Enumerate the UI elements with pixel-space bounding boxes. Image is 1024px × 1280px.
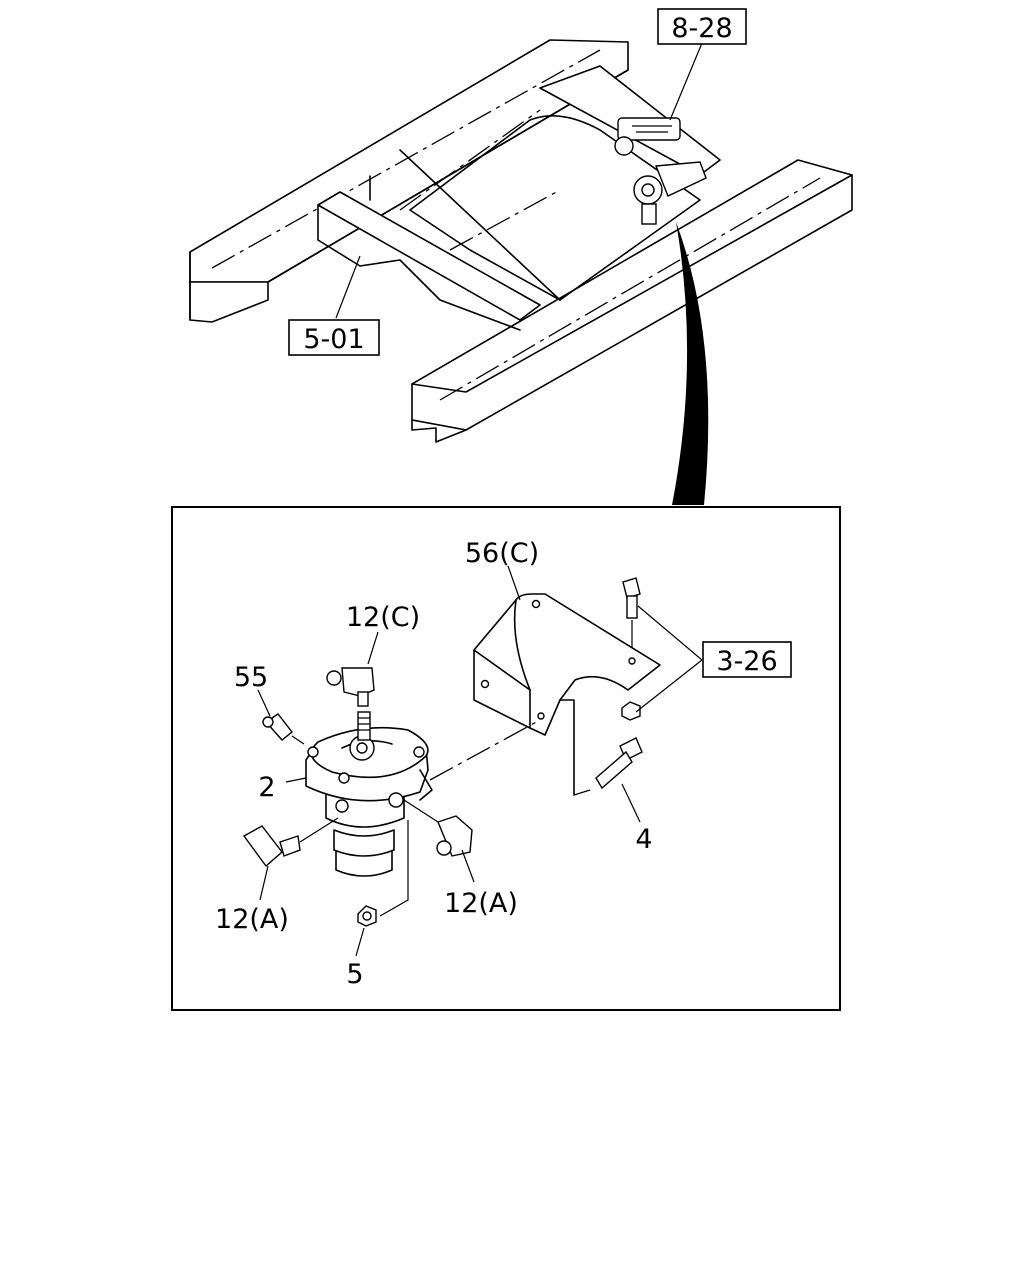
frame-valve-assembly: [614, 117, 707, 225]
label-12c: 12(C): [346, 602, 420, 633]
fitting-12c: [326, 667, 375, 707]
callout-3-26-text: 3-26: [716, 646, 777, 677]
leader-lines: [257, 565, 703, 957]
nut-5: [357, 820, 409, 927]
label-12a-left: 12(A): [215, 904, 289, 935]
label-55: 55: [234, 662, 268, 693]
callout-8-28: 8-28: [657, 8, 747, 45]
callout-3-26: 3-26: [702, 641, 792, 678]
callout-8-28-text: 8-28: [671, 13, 732, 44]
label-2: 2: [258, 772, 275, 803]
label-12a-right: 12(A): [444, 888, 518, 919]
detail-pointer: [672, 222, 709, 505]
label-4: 4: [635, 824, 652, 855]
callout-5-01-text: 5-01: [303, 324, 364, 355]
bolt-upper: [621, 577, 641, 721]
label-5: 5: [346, 959, 363, 990]
relay-valve: [305, 711, 433, 877]
chassis-frame: [189, 39, 853, 443]
bracket: [473, 593, 661, 796]
fitting-12a-right: [403, 799, 473, 857]
fitting-12a-left: [242, 817, 339, 868]
detail-frame: [171, 506, 841, 1011]
plug-55: [262, 713, 305, 745]
callout-5-01: 5-01: [288, 319, 380, 356]
label-56c: 56(C): [465, 538, 539, 569]
bolt-4: [573, 737, 643, 796]
